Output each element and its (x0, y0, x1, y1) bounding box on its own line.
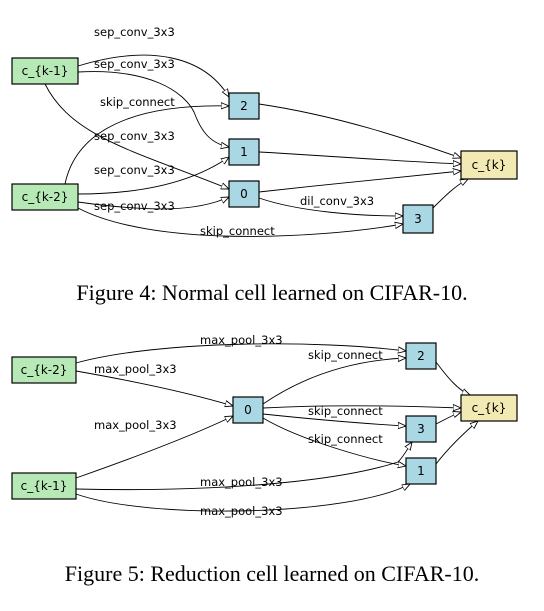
node-box (228, 138, 260, 166)
node-box (11, 472, 77, 500)
node-label: 3 (417, 422, 425, 436)
node-box (11, 356, 77, 384)
node-box (232, 396, 264, 424)
edge-c-k-2-to-2 (64, 106, 229, 185)
edge-label: skip_connect (200, 224, 275, 238)
node-c-k-2: c_{k-2} (11, 183, 79, 211)
edge-2-to-c-k (435, 361, 470, 395)
node-box (228, 92, 260, 120)
node-box (405, 415, 437, 443)
node-label: c_{k-2} (21, 363, 68, 377)
edge-0-to-c-k (262, 406, 461, 408)
edge-label: skip_connect (308, 404, 383, 418)
node-label: c_{k} (472, 401, 507, 415)
edge-3-to-c-k (435, 412, 461, 425)
edge-label: sep_conv_3x3 (94, 57, 175, 71)
node-label: c_{k} (472, 158, 507, 172)
node-box (405, 342, 437, 370)
edge-c-k-1-to-1 (75, 484, 410, 512)
node-label: 2 (240, 99, 248, 113)
node-c-k: c_{k} (460, 150, 518, 180)
edge-c-k-2-to-1 (77, 157, 229, 195)
node-c-k-1: c_{k-1} (11, 472, 77, 500)
node-box (405, 457, 437, 485)
edge-label: skip_connect (100, 95, 175, 109)
edge-2-to-c-k (258, 103, 461, 158)
edge-label: sep_conv_3x3 (94, 163, 175, 177)
node-box (11, 57, 79, 85)
edge-0-to-2 (262, 358, 406, 405)
node-0: 0 (228, 180, 260, 208)
figure-normal-cell: sep_conv_3x3 sep_conv_3x3 skip_connect sep_… (11, 25, 518, 238)
edge-0-to-3 (258, 197, 403, 216)
node-1: 1 (405, 457, 437, 485)
node-box (228, 180, 260, 208)
node-label: 0 (244, 403, 252, 417)
edge-label: max_pool_3x3 (94, 362, 177, 376)
node-label: 1 (417, 464, 425, 478)
edge-label: max_pool_3x3 (94, 418, 177, 432)
node-label: 0 (240, 187, 248, 201)
node-2: 2 (228, 92, 260, 120)
node-c-k-2: c_{k-2} (11, 356, 77, 384)
edge-c-k-1-to-3 (75, 442, 412, 491)
edge-label: max_pool_3x3 (200, 333, 283, 347)
edge-label: skip_connect (308, 432, 383, 446)
edge-0-to-3 (262, 413, 406, 426)
edge-label: sep_conv_3x3 (94, 199, 175, 213)
edge-1-to-c-k (435, 421, 478, 465)
edge-1-to-c-k (258, 151, 461, 164)
edge-label: skip_connect (308, 348, 383, 362)
edge-c-k-1-to-2 (77, 54, 229, 97)
edge-c-k-1-to-0 (75, 416, 233, 479)
edge-label: sep_conv_3x3 (94, 25, 175, 39)
node-box (460, 150, 518, 180)
edge-label: max_pool_3x3 (200, 475, 283, 489)
node-2: 2 (405, 342, 437, 370)
node-label: c_{k-2} (22, 190, 69, 204)
node-label: 1 (240, 145, 248, 159)
node-box (402, 204, 434, 234)
edge-0-to-c-k (258, 171, 461, 193)
node-3: 3 (402, 204, 434, 234)
node-label: c_{k-1} (22, 64, 69, 78)
node-label: c_{k-1} (21, 479, 68, 493)
edge-c-k-2-to-2 (75, 343, 406, 364)
node-c-k-1: c_{k-1} (11, 57, 79, 85)
node-3: 3 (405, 415, 437, 443)
figure-5-caption: Figure 5: Reduction cell learned on CIFA… (64, 561, 480, 586)
node-1: 1 (228, 138, 260, 166)
node-box (11, 183, 79, 211)
node-c-k: c_{k} (460, 394, 518, 422)
edge-3-to-c-k (432, 179, 468, 209)
edge-c-k-1-to-0 (44, 83, 229, 189)
edge-c-k-2-to-0 (75, 370, 233, 406)
figure-4-caption: Figure 4: Normal cell learned on CIFAR-1… (76, 280, 468, 305)
edge-label: sep_conv_3x3 (94, 129, 175, 143)
node-label: 2 (417, 349, 425, 363)
node-label: 3 (414, 212, 422, 226)
figure-reduction-cell: max_pool_3x3 max_pool_3x3 skip_connect max_… (11, 333, 518, 518)
edge-c-k-2-to-0 (77, 197, 229, 210)
edge-0-to-1 (262, 417, 406, 466)
edge-label: max_pool_3x3 (200, 504, 283, 518)
node-box (460, 394, 518, 422)
node-0: 0 (232, 396, 264, 424)
edge-label: dil_conv_3x3 (300, 194, 374, 208)
edge-c-k-2-to-3 (77, 207, 403, 237)
